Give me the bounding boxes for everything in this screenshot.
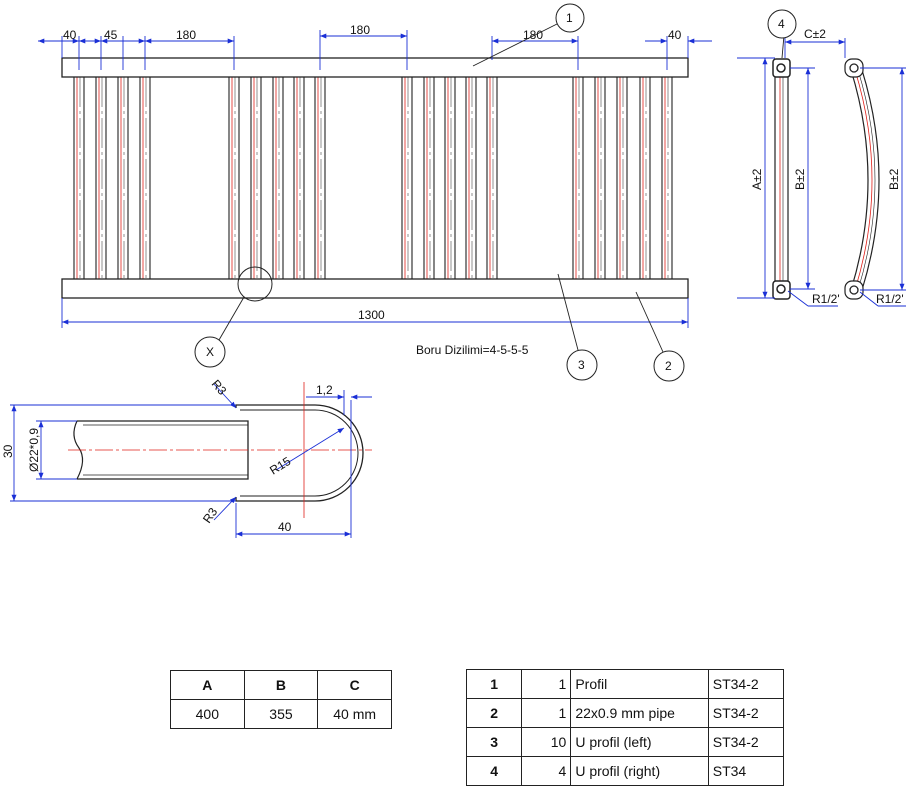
header-cell: A xyxy=(170,670,245,700)
detail-x-circle xyxy=(237,266,273,302)
dim-45: 45 xyxy=(104,28,118,42)
dim-r12-curved: R1/2' xyxy=(876,292,904,306)
part-material: ST34-2 xyxy=(707,727,785,757)
heating-tube xyxy=(228,77,240,279)
part-description: 22x0.9 mm pipe xyxy=(570,698,709,728)
heating-tube xyxy=(572,77,584,279)
part-quantity: 4 xyxy=(521,756,572,786)
dim-30: 30 xyxy=(1,444,15,458)
heating-tube xyxy=(95,77,107,279)
heating-tube xyxy=(293,77,305,279)
pipe-arrangement-note: Boru Dizilimi=4-5-5-5 xyxy=(416,343,529,357)
dim-pipe-diameter: Ø22*0,9 xyxy=(27,428,41,472)
front-dimensions xyxy=(38,30,712,328)
part-material: ST34-2 xyxy=(707,669,785,699)
parts-list-table: 1 1 Profil ST34-2 2 1 22x0.9 mm pipe ST3… xyxy=(465,669,785,786)
svg-text:X: X xyxy=(206,345,214,359)
balloon-3: 3 xyxy=(566,349,598,381)
heating-tube xyxy=(616,77,628,279)
dim-b-tol-curved: B±2 xyxy=(887,168,901,190)
heating-tube xyxy=(594,77,606,279)
dim-1-2: 1,2 xyxy=(316,383,333,397)
side-view-straight xyxy=(772,58,791,300)
leader-lines xyxy=(218,23,664,353)
dim-40-detail: 40 xyxy=(278,520,292,534)
table-row: 4 4 U profil (right) ST34 xyxy=(465,756,785,786)
heating-tube xyxy=(73,77,85,279)
heating-tube xyxy=(139,77,151,279)
dimensions-table-header: A B C xyxy=(170,670,392,700)
heating-tube xyxy=(444,77,456,279)
part-quantity: 10 xyxy=(521,727,572,757)
part-material: ST34 xyxy=(707,756,785,786)
curved-dimensions xyxy=(859,67,906,307)
dim-r3-bottom: R3 xyxy=(200,505,220,526)
header-cell: C xyxy=(317,670,392,700)
part-material: ST34-2 xyxy=(707,698,785,728)
balloon-2: 2 xyxy=(653,350,685,382)
balloon-x: X xyxy=(194,336,226,368)
dim-40-left: 40 xyxy=(63,28,77,42)
part-number: 1 xyxy=(465,669,523,699)
tube-group xyxy=(73,77,673,279)
part-description: U profil (left) xyxy=(570,727,709,757)
dim-180-b: 180 xyxy=(350,23,370,37)
heating-tube xyxy=(314,77,326,279)
table-row: 3 10 U profil (left) ST34-2 xyxy=(465,727,785,757)
heating-tube xyxy=(465,77,477,279)
heating-tube xyxy=(250,77,262,279)
part-number: 3 xyxy=(465,727,523,757)
side-view-curved xyxy=(844,58,880,300)
front-view xyxy=(61,57,689,302)
dimensions-table: A B C 400 355 40 mm xyxy=(170,670,392,729)
svg-text:4: 4 xyxy=(778,17,785,31)
dim-1300: 1300 xyxy=(358,308,385,322)
header-cell: B xyxy=(243,670,319,700)
top-header-bar xyxy=(61,57,689,78)
heating-tube xyxy=(486,77,498,279)
value-cell: 355 xyxy=(243,699,319,729)
part-number: 4 xyxy=(465,756,523,786)
part-quantity: 1 xyxy=(521,669,572,699)
svg-text:3: 3 xyxy=(578,358,585,372)
part-description: U profil (right) xyxy=(570,756,709,786)
dim-r15: R15 xyxy=(267,454,293,478)
dimensions-table-row: 400 355 40 mm xyxy=(170,699,392,729)
detail-dimensions xyxy=(10,383,372,538)
table-row: 2 1 22x0.9 mm pipe ST34-2 xyxy=(465,698,785,728)
dim-b-tol-side: B±2 xyxy=(793,168,807,190)
value-cell: 40 mm xyxy=(317,699,392,729)
value-cell: 400 xyxy=(170,699,245,729)
heating-tube xyxy=(423,77,435,279)
bottom-header-bar xyxy=(61,278,689,299)
balloon-1: 1 xyxy=(555,3,585,33)
dim-c-tol: C±2 xyxy=(804,27,826,41)
dim-r3-top: R3 xyxy=(209,377,230,398)
technical-drawing: 40 45 180 180 180 40 1300 1 3 2 X Boru D… xyxy=(1,3,906,538)
part-number: 2 xyxy=(465,698,523,728)
dim-r12-side: R1/2' xyxy=(812,292,840,306)
part-description: Profil xyxy=(570,669,709,699)
heating-tube xyxy=(117,77,129,279)
svg-text:1: 1 xyxy=(566,11,573,25)
dim-40-right: 40 xyxy=(668,28,682,42)
table-row: 1 1 Profil ST34-2 xyxy=(465,669,785,699)
dim-a-tol: A±2 xyxy=(750,168,764,190)
heating-tube xyxy=(272,77,284,279)
heating-tube xyxy=(661,77,673,279)
heating-tube xyxy=(401,77,413,279)
heating-tube xyxy=(639,77,651,279)
side-dimensions xyxy=(737,23,846,307)
detail-x-view xyxy=(68,382,372,518)
dim-180-a: 180 xyxy=(176,28,196,42)
part-quantity: 1 xyxy=(521,698,572,728)
balloon-4: 4 xyxy=(767,9,797,39)
svg-text:2: 2 xyxy=(665,359,672,373)
